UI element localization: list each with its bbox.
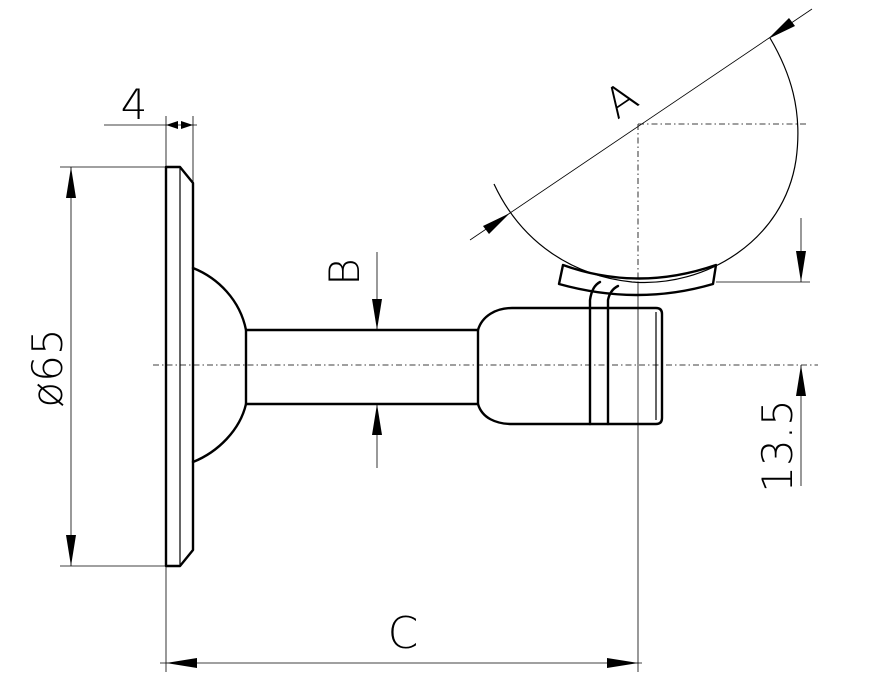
arrowhead — [796, 251, 806, 282]
knuckle — [588, 306, 664, 426]
dimension-saddle-offset: 13.5 — [716, 218, 810, 493]
stem-collar — [476, 306, 592, 426]
handrail-profile-arc — [493, 37, 799, 284]
arrowhead — [372, 299, 382, 330]
arrowhead — [166, 658, 197, 668]
arrowhead — [181, 121, 193, 129]
dimension-flange-diameter: ø65 — [23, 166, 166, 567]
dimension-stem-diameter: B — [320, 252, 382, 468]
dimension-projection: C — [160, 282, 642, 672]
dimension-label-4: 4 — [121, 80, 148, 129]
stem — [244, 328, 480, 406]
dimension-flange-thickness: 4 — [104, 80, 197, 182]
saddle-plate — [557, 263, 718, 297]
arrowhead — [166, 121, 178, 129]
saddle-post — [588, 280, 620, 426]
dimension-label-C: C — [388, 608, 419, 659]
arrowhead — [66, 167, 76, 198]
dimension-line — [469, 8, 813, 241]
arrowhead — [372, 404, 382, 435]
dimension-label-A: A — [595, 72, 646, 129]
arrowhead — [607, 658, 638, 668]
dimension-saddle-radius: A — [469, 8, 813, 241]
arrowhead — [483, 213, 510, 234]
dimension-label-13-5: 13.5 — [753, 399, 802, 493]
arrowhead — [796, 365, 806, 396]
dimension-label-diameter: ø65 — [23, 328, 72, 407]
flange-fillet-bottom — [191, 402, 248, 464]
center-lines — [153, 123, 818, 366]
flange-fillet-top — [191, 266, 248, 332]
arrowhead — [66, 535, 76, 566]
arrowhead — [768, 18, 795, 39]
dimension-label-B: B — [320, 258, 369, 286]
bracket-part — [164, 165, 718, 568]
